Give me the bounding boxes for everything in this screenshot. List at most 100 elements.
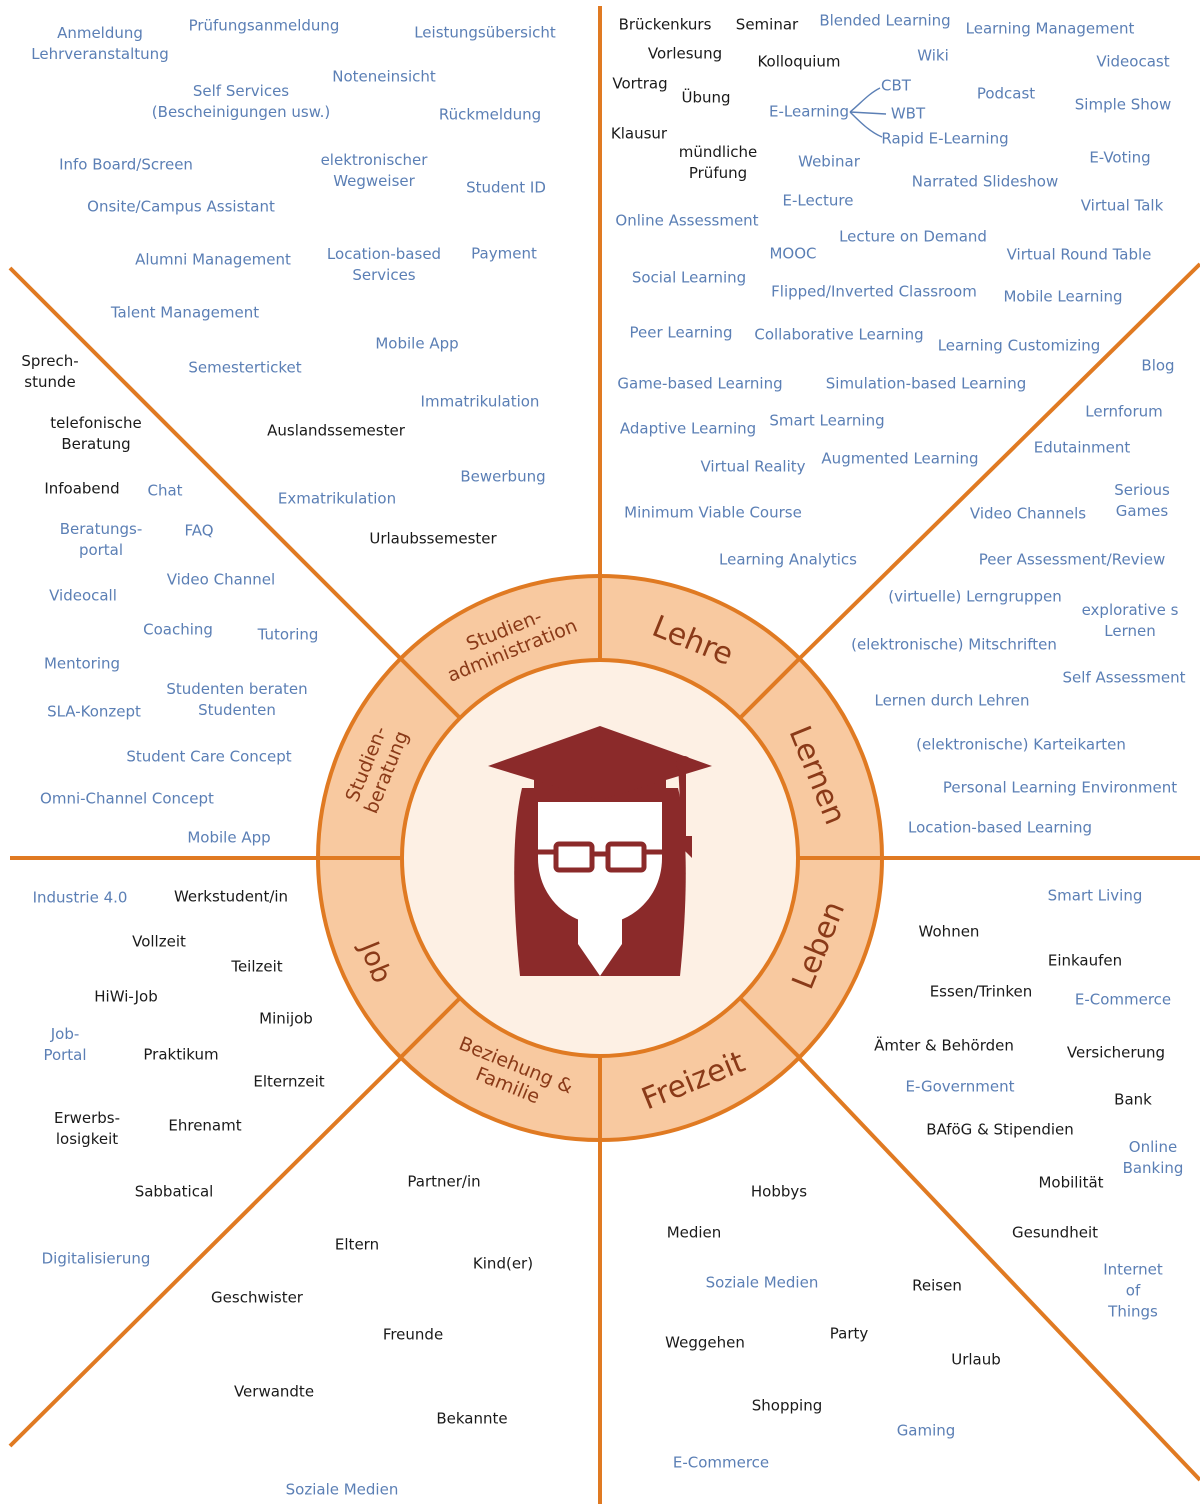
term-job: Ehrenamt: [168, 1116, 242, 1135]
term-familie: Bekannte: [436, 1409, 508, 1428]
term-admin: Info Board/Screen: [59, 155, 193, 174]
term-leben: Essen/Trinken: [929, 982, 1033, 1001]
term-lernen: Personal Learning Environment: [942, 778, 1178, 797]
term-lehre: Seminar: [735, 15, 799, 34]
sector-dividers: [8, 6, 1200, 1504]
term-lehre: Collaborative Learning: [754, 325, 924, 344]
term-freizeit: E-Commerce: [672, 1453, 770, 1472]
term-lehre: Online Assessment: [615, 211, 759, 230]
term-lehre: Learning Customizing: [937, 336, 1101, 355]
term-job: Praktikum: [143, 1045, 219, 1064]
term-beratung: Mobile App: [187, 828, 271, 847]
term-admin: Anmeldung Lehrveranstaltung: [31, 24, 169, 63]
branch-line-2: [849, 111, 887, 115]
term-lehre: E-Voting: [1089, 148, 1151, 167]
term-lernen: (virtuelle) Lerngruppen: [888, 587, 1062, 606]
term-admin: Exmatrikulation: [277, 489, 397, 508]
ring-divider-6: [399, 996, 462, 1059]
term-lehre: Narrated Slideshow: [911, 172, 1059, 191]
term-beratung: FAQ: [184, 521, 214, 540]
term-lernen: Self Assessment: [1062, 668, 1186, 687]
term-admin: Immatrikulation: [420, 392, 540, 411]
term-lernen: Lernforum: [1085, 402, 1163, 421]
term-lehre: Augmented Learning: [821, 449, 979, 468]
term-lehre: Flipped/Inverted Classroom: [771, 282, 977, 301]
elearning-branch-label: WBT: [890, 104, 926, 123]
term-lehre: Minimum Viable Course: [624, 503, 802, 522]
term-admin: Student ID: [466, 178, 546, 197]
term-beratung: Chat: [147, 481, 183, 500]
term-admin: Onsite/Campus Assistant: [87, 197, 275, 216]
term-admin: elektronischer Wegweiser: [320, 151, 428, 190]
term-lehre: Vorlesung: [647, 44, 723, 63]
face-shape: [538, 800, 662, 924]
term-lehre: Adaptive Learning: [619, 419, 757, 438]
term-beratung: Sprech- stunde: [21, 352, 79, 391]
term-freizeit: Weggehen: [665, 1333, 745, 1352]
term-job: Industrie 4.0: [32, 888, 128, 907]
term-leben: E-Government: [905, 1077, 1015, 1096]
term-lehre: Virtual Talk: [1080, 196, 1164, 215]
tassel: [678, 764, 686, 838]
term-beratung: telefonische Beratung: [50, 414, 142, 453]
term-lernen: Video Channels: [969, 504, 1087, 523]
term-lernen: (elektronische) Karteikarten: [916, 735, 1126, 754]
term-beratung: Video Channel: [166, 570, 276, 589]
term-lehre: Simulation-based Learning: [825, 374, 1027, 393]
ring-divider-2: [738, 657, 801, 720]
term-admin: Location-based Services: [326, 245, 442, 284]
term-admin: Bewerbung: [460, 467, 546, 486]
term-freizeit: Urlaub: [951, 1350, 1001, 1369]
term-familie: Soziale Medien: [285, 1480, 399, 1499]
term-leben: Bank: [1114, 1090, 1152, 1109]
mortarboard: [488, 726, 712, 800]
term-lehre: Vortrag: [612, 74, 668, 93]
term-beratung: Infoabend: [44, 479, 120, 498]
term-lehre: E-Learning: [768, 102, 850, 121]
elearning-branch-label: Rapid E-Learning: [881, 129, 1009, 148]
term-lehre: MOOC: [769, 244, 817, 263]
spoke-line-2: [796, 262, 1200, 662]
ring-dividers: [318, 576, 882, 1140]
term-leben: Ämter & Behörden: [874, 1036, 1014, 1055]
term-freizeit: Shopping: [751, 1396, 823, 1415]
ring-divider-8: [399, 657, 462, 720]
term-job: HiWi-Job: [94, 987, 158, 1006]
term-leben: Online Banking: [1122, 1138, 1184, 1177]
term-lernen: (elektronische) Mitschriften: [851, 635, 1057, 654]
term-admin: Mobile App: [375, 334, 459, 353]
spoke-line-4: [796, 1055, 1200, 1482]
term-lehre: mündliche Prüfung: [678, 143, 758, 182]
term-leben: BAföG & Stipendien: [926, 1120, 1074, 1139]
term-lehre: Mobile Learning: [1003, 287, 1123, 306]
term-lehre: Übung: [681, 88, 731, 107]
term-leben: Smart Living: [1047, 886, 1143, 905]
term-beratung: Mentoring: [43, 654, 121, 673]
term-job: Job- Portal: [43, 1025, 87, 1064]
term-admin: Leistungsübersicht: [414, 23, 556, 42]
term-beratung: Coaching: [143, 620, 213, 639]
term-lehre: Klausur: [610, 124, 668, 143]
tassel-knot: [676, 756, 692, 772]
term-leben: Internet of Things: [1103, 1260, 1163, 1321]
term-lehre: Lecture on Demand: [839, 227, 987, 246]
term-job: Vollzeit: [132, 932, 186, 951]
term-lehre: Game-based Learning: [617, 374, 783, 393]
term-admin: Auslandssemester: [267, 421, 405, 440]
term-beratung: Studenten beraten Studenten: [166, 680, 308, 719]
term-freizeit: Party: [829, 1324, 869, 1343]
term-job: Elternzeit: [253, 1072, 325, 1091]
term-admin: Payment: [471, 244, 537, 263]
term-freizeit: Gaming: [896, 1421, 956, 1440]
term-job: Sabbatical: [134, 1182, 214, 1201]
spoke-line-8: [8, 266, 404, 662]
term-admin: Rückmeldung: [438, 105, 542, 124]
term-lernen: Lernen durch Lehren: [874, 691, 1030, 710]
term-job: Erwerbs- losigkeit: [53, 1109, 121, 1148]
term-lehre: Simple Show: [1074, 95, 1172, 114]
term-beratung: Beratungs- portal: [59, 520, 143, 559]
term-lehre: Virtual Round Table: [1006, 245, 1152, 264]
term-beratung: Tutoring: [257, 625, 319, 644]
